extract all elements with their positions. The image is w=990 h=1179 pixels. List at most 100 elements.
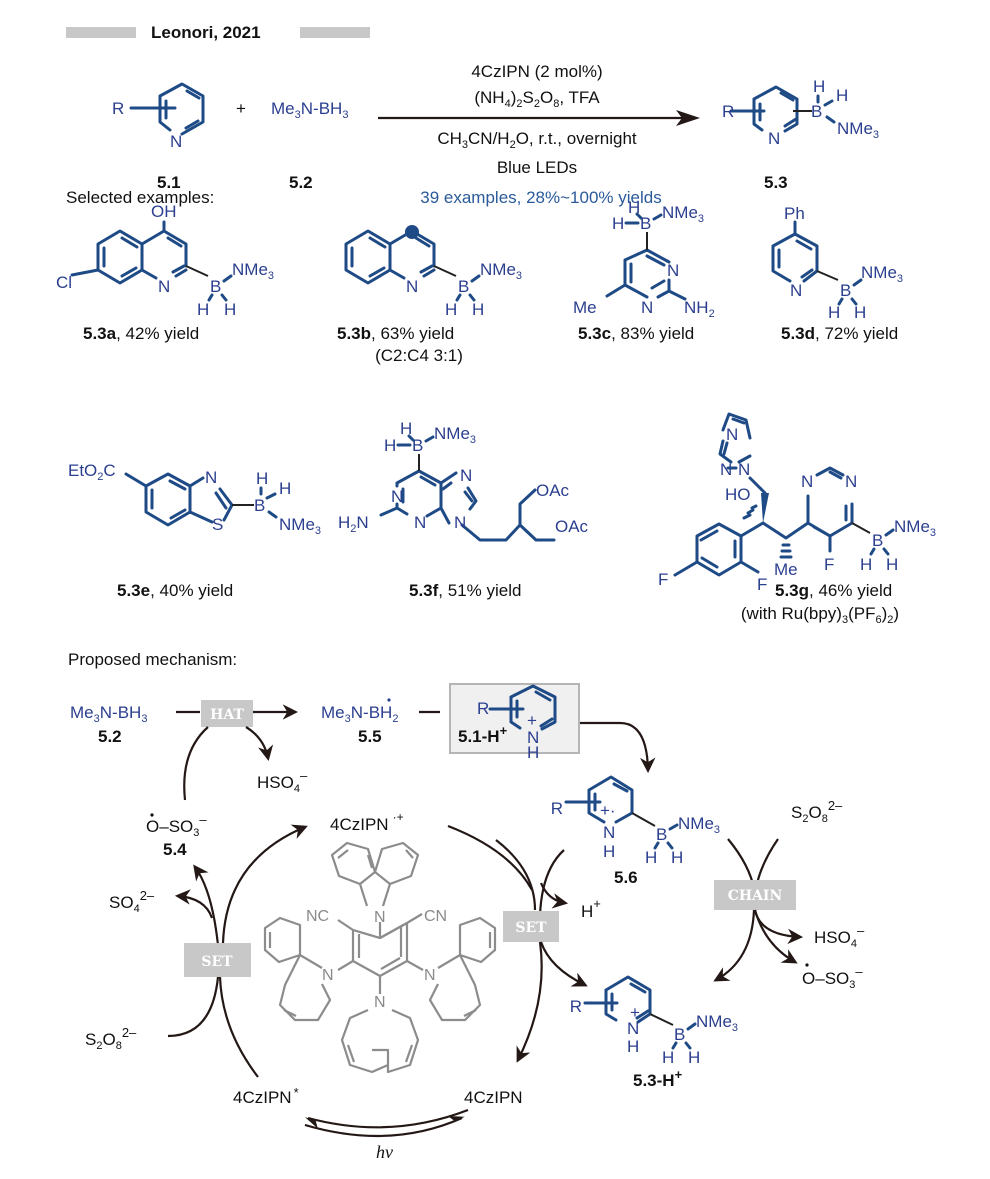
condition-solvent: CH3CN/H2O, r.t., overnight [437, 129, 637, 151]
nitrogen-label: N [170, 132, 182, 151]
svg-text:Cl: Cl [56, 273, 72, 292]
condition-oxidant: (NH4)2S2O8, TFA [474, 88, 600, 110]
svg-text:N: N [205, 468, 217, 487]
svg-text:N: N [790, 281, 802, 300]
reaction-arrowhead [676, 110, 700, 126]
regioselectivity-dot [405, 225, 419, 239]
svg-text:H2N: H2N [338, 513, 369, 535]
svg-text:N: N [845, 472, 857, 491]
svg-text:R: R [551, 799, 563, 818]
example-5-3f: B H H NMe3 N N N N H2N OAc OAc 5.3f, 51%… [338, 419, 589, 600]
plus-sign: + [236, 99, 246, 118]
svg-text:+: + [630, 1003, 640, 1022]
header-bar-right [300, 27, 370, 38]
svg-text:N: N [322, 967, 334, 984]
svg-text:SET: SET [201, 954, 233, 970]
svg-text:F: F [757, 575, 767, 594]
svg-text:N: N [667, 261, 679, 280]
svg-text:H: H [860, 555, 872, 574]
svg-text:NMe3: NMe3 [861, 263, 903, 285]
compound-id-5-3: 5.3 [764, 173, 788, 192]
svg-text:5.3-H+: 5.3-H+ [633, 1067, 683, 1090]
reaction-conditions: 4CzIPN (2 mol%) (NH4)2S2O8, TFA CH3CN/H2… [378, 62, 700, 207]
svg-text:5.5: 5.5 [358, 727, 382, 746]
example-caption: 5.3a, 42% yield [83, 324, 199, 343]
catalyst-ground: 4CzIPN [464, 1088, 523, 1107]
catalyst-radical-cation: 4CzIPN·+ [330, 810, 404, 834]
sulfate-radical-right: O–SO3– [802, 964, 863, 991]
svg-text:N: N [627, 1019, 639, 1038]
compound-id-5-1: 5.1 [157, 173, 181, 192]
svg-text:N: N [374, 909, 386, 926]
svg-text:H: H [813, 77, 825, 96]
mechanism-heading: Proposed mechanism: [68, 650, 237, 669]
svg-text:SET: SET [515, 920, 547, 936]
example-caption: 5.3d, 72% yield [781, 324, 898, 343]
tag-set-right: SET [503, 911, 559, 942]
svg-text:N: N [641, 298, 653, 317]
svg-text:O–SO3–: O–SO3– [146, 812, 207, 839]
r-group: R [112, 99, 124, 118]
species-5-4: O–SO3– 5.4 [146, 812, 207, 859]
svg-text:R: R [570, 997, 582, 1016]
product-5-3: R N B H H NMe3 5.3 [722, 77, 879, 192]
hso4-right: HSO4– [814, 923, 865, 950]
svg-text:H: H [886, 555, 898, 574]
catalyst-excited: 4CzIPN* [233, 1085, 299, 1107]
header-title: Leonori, 2021 [151, 23, 261, 42]
svg-text:NH2: NH2 [684, 298, 715, 320]
persulfate-left: S2O82– [85, 1025, 137, 1052]
svg-text:Me: Me [774, 560, 798, 579]
svg-text:5.2: 5.2 [98, 727, 122, 746]
svg-text:N: N [801, 472, 813, 491]
svg-text:B: B [840, 281, 851, 300]
svg-text:EtO2C: EtO2C [68, 461, 116, 483]
species-5-6: R +· N H B NMe3 H H 5.6 [551, 775, 720, 887]
svg-text:Me3N-BH3: Me3N-BH3 [271, 99, 348, 121]
condition-catalyst: 4CzIPN (2 mol%) [471, 62, 602, 81]
example-caption: 5.3c, 83% yield [578, 324, 694, 343]
svg-text:NMe3: NMe3 [434, 424, 476, 446]
compound-id-5-2: 5.2 [289, 173, 313, 192]
svg-text:F: F [824, 555, 834, 574]
svg-text:F: F [658, 570, 668, 589]
svg-text:H: H [836, 86, 848, 105]
svg-text:B: B [412, 436, 423, 455]
svg-text:N: N [414, 513, 426, 532]
example-caption: 5.3f, 51% yield [409, 581, 521, 600]
svg-text:H: H [662, 1048, 674, 1067]
svg-text:5.6: 5.6 [614, 868, 638, 887]
svg-text:HO: HO [725, 485, 751, 504]
svg-text:Ph: Ph [784, 204, 805, 223]
species-5-5: Me3N-BH2 5.5 [321, 698, 398, 746]
example-5-3b: N B NMe3 H H 5.3b, 63% yield (C2:C4 3:1) [337, 225, 522, 365]
example-caption: 5.3g, 46% yield [775, 581, 892, 600]
reactant-5-2: Me3N-BH3 5.2 [271, 99, 348, 192]
svg-text:H: H [603, 842, 615, 861]
hso4-label: HSO4– [257, 768, 308, 795]
species-5-2: Me3N-BH3 5.2 [70, 703, 147, 746]
tag-chain: CHAIN [714, 880, 796, 910]
proton-label: H+ [581, 896, 601, 921]
svg-text:Me: Me [573, 298, 597, 317]
example-5-3c: B H H NMe3 N N Me NH2 5.3c, 83% yield [573, 198, 715, 343]
svg-text:B: B [458, 277, 469, 296]
svg-text:N: N [603, 823, 615, 842]
example-note: (with Ru(bpy)3(PF6)2) [741, 604, 899, 626]
svg-text:NC: NC [306, 908, 329, 925]
svg-text:OH: OH [151, 202, 177, 221]
svg-text:Me3N-BH2: Me3N-BH2 [321, 703, 398, 725]
svg-text:H: H [628, 198, 640, 217]
svg-text:NMe3: NMe3 [232, 260, 274, 282]
scope-summary: 39 examples, 28%~100% yields [420, 188, 661, 207]
svg-text:OAc: OAc [536, 481, 570, 500]
tag-hat: HAT [201, 700, 253, 727]
svg-text:B: B [210, 277, 221, 296]
boron-label: B [811, 102, 822, 121]
species-5-1-h: R + N H 5.1-H+ [449, 683, 580, 762]
tag-set-left: SET [184, 943, 251, 977]
svg-text:NMe3: NMe3 [480, 260, 522, 282]
svg-text:N: N [527, 728, 539, 747]
svg-text:H: H [224, 300, 236, 319]
